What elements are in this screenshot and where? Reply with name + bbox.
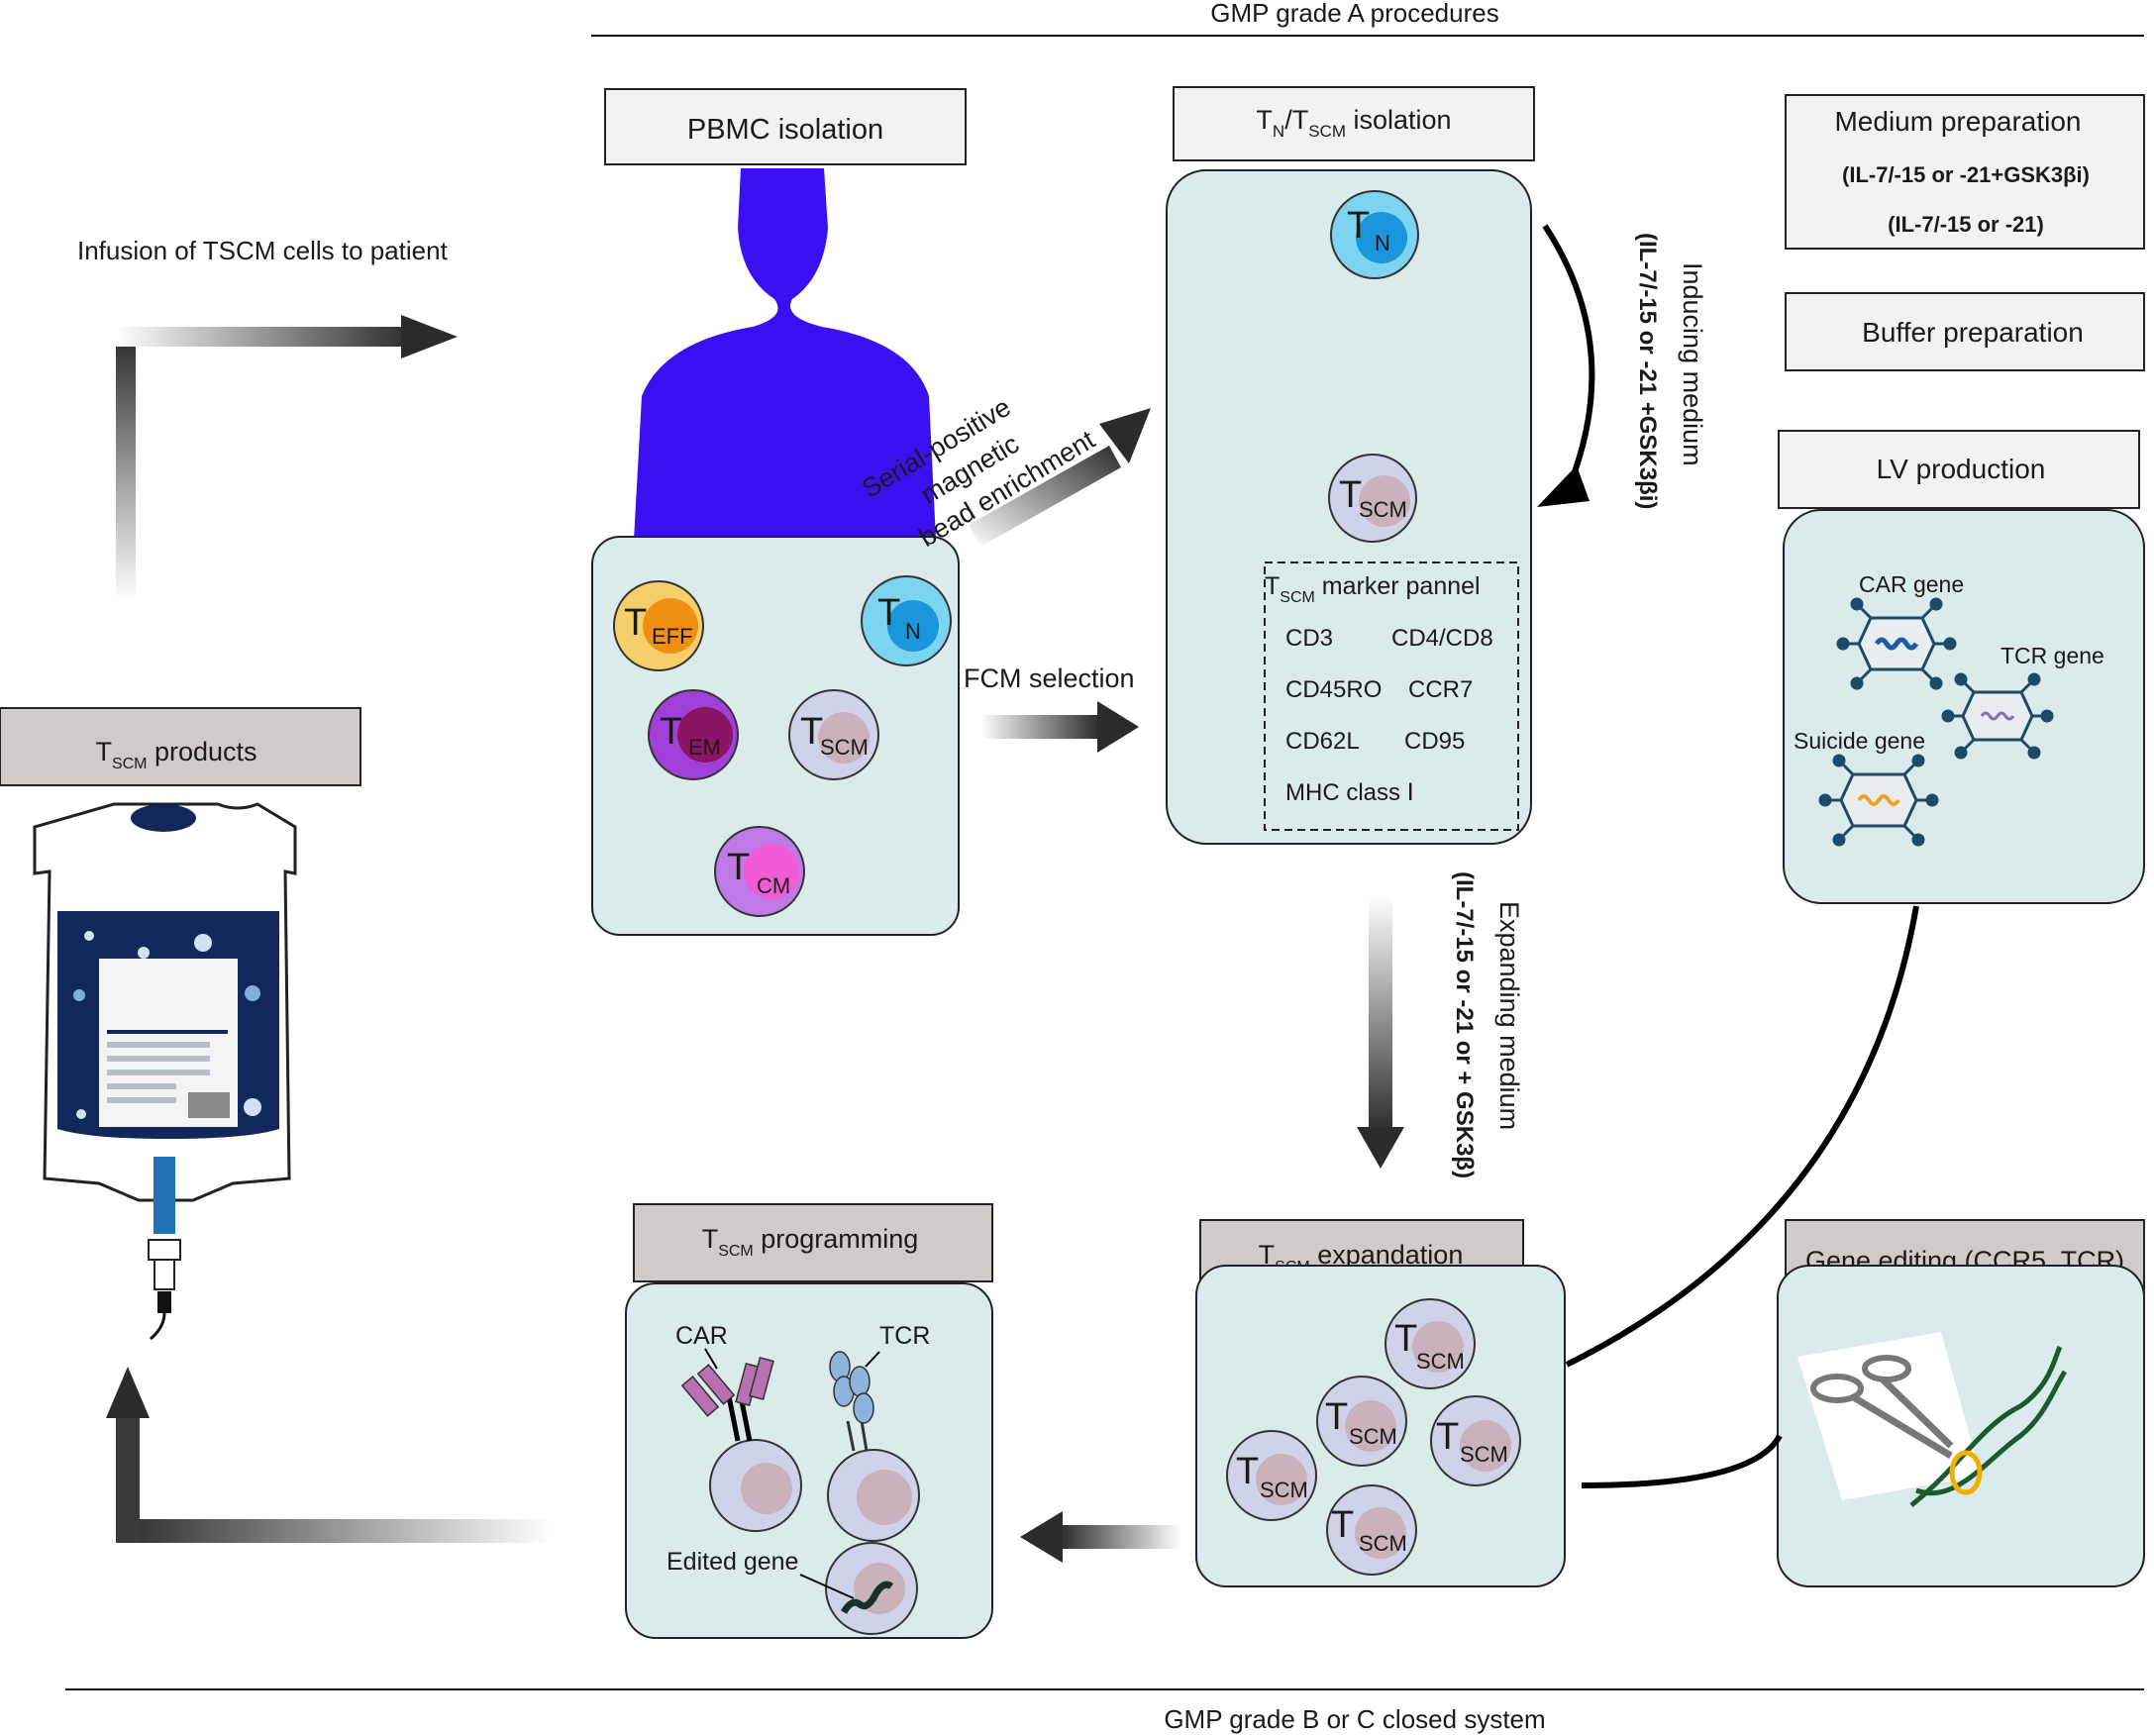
infusion-arrow	[116, 315, 458, 600]
svg-text:T: T	[624, 602, 647, 644]
expanding-line2: (IL-7/-15 or -21 or + GSK3β)	[1451, 871, 1478, 1178]
virus-car-icon	[1836, 597, 1957, 690]
expansion-cell: T SCM	[1430, 1395, 1521, 1486]
inducing-curve-arrow	[1542, 224, 1595, 487]
inducing-line1: Inducing medium	[1678, 262, 1707, 466]
programming-title: TSCM programming	[702, 1224, 919, 1260]
expanding-line1: Expanding medium	[1494, 901, 1524, 1130]
marker-cd45ro: CD45RO	[1285, 676, 1382, 703]
cell-tn-iso: T N	[1330, 190, 1419, 279]
medium-prep-box	[1785, 94, 2145, 250]
svg-text:T: T	[1394, 1318, 1417, 1360]
lv-connector	[1565, 905, 1919, 1368]
svg-text:T: T	[1325, 1396, 1348, 1438]
svg-text:T: T	[660, 711, 682, 753]
svg-text:N: N	[1375, 231, 1390, 255]
lv-title: LV production	[1877, 454, 2046, 484]
buffer-prep-box	[1785, 292, 2145, 371]
buffer-prep-title: Buffer preparation	[1862, 317, 2084, 348]
svg-text:SCM: SCM	[1359, 497, 1407, 522]
svg-text:T: T	[1236, 1451, 1259, 1492]
marker-mhc: MHC class Ⅰ	[1285, 779, 1414, 806]
svg-text:SCM: SCM	[1460, 1442, 1508, 1467]
programming-to-products-arrow	[106, 1367, 552, 1543]
svg-text:EFF: EFF	[652, 624, 693, 649]
edited-gene-leader-line	[799, 1574, 855, 1599]
tn-title: TN/TSCM isolation	[1256, 105, 1451, 141]
marker-panel	[1264, 562, 1519, 831]
programming-tcr-label: TCR	[879, 1322, 930, 1350]
lv-title-box	[1778, 430, 2140, 509]
fcm-label: FCM selection	[964, 664, 1135, 693]
marker-cd3: CD3	[1285, 625, 1333, 652]
inducing-line2: (IL-7/-15 or -21 +GSK3βi)	[1634, 233, 1661, 509]
expansion-to-programming-arrow	[1020, 1511, 1180, 1563]
svg-text:SCM: SCM	[1359, 1531, 1407, 1556]
expansion-cell: T SCM	[1385, 1298, 1476, 1389]
marker-panel-title: TSCM marker pannel	[1265, 572, 1481, 606]
edited-gene-cell	[825, 1542, 918, 1635]
svg-text:CM: CM	[757, 873, 790, 898]
cell-teff: T EFF	[613, 580, 704, 671]
svg-text:T: T	[1331, 1504, 1354, 1546]
svg-text:EM: EM	[688, 735, 721, 760]
gene-editing-connector	[1581, 1434, 1783, 1488]
svg-text:T: T	[1339, 474, 1362, 516]
cell-tscm-iso: T SCM	[1328, 454, 1417, 543]
expansion-cell: T SCM	[1326, 1484, 1417, 1576]
car-leader-line	[704, 1348, 718, 1370]
svg-text:SCM: SCM	[1416, 1349, 1465, 1374]
pbmc-title: PBMC isolation	[687, 114, 883, 146]
marker-cd62l: CD62L	[1285, 728, 1360, 755]
programming-panel	[625, 1282, 993, 1639]
products-title: TSCM products	[95, 737, 256, 772]
cell-tem: T EM	[648, 689, 739, 780]
human-silhouette	[634, 168, 936, 540]
svg-text:T: T	[1436, 1416, 1459, 1458]
bottom-label: GMP grade B or C closed system	[1164, 1704, 1545, 1734]
expansion-cell: T SCM	[1226, 1430, 1317, 1521]
programming-title-box	[633, 1203, 993, 1282]
cell-tcm: T CM	[714, 826, 805, 917]
top-label: GMP grade A procedures	[1210, 0, 1498, 28]
car-receptor-cell	[680, 1356, 802, 1532]
marker-ccr7: CCR7	[1408, 676, 1473, 703]
expansion-cell: T SCM	[1316, 1376, 1407, 1467]
expanding-arrow	[1357, 896, 1404, 1169]
infusion-label: Infusion of TSCM cells to patient	[77, 236, 449, 265]
marker-cd4cd8: CD4/CD8	[1391, 625, 1493, 652]
virus-suicide-icon	[1818, 754, 1939, 847]
medium-prep-line1: (IL-7/-15 or -21+GSK3βi)	[1842, 162, 2090, 187]
tcr-leader-line	[865, 1351, 880, 1368]
tn-title-box	[1173, 86, 1535, 161]
cell-tn: T N	[861, 575, 952, 666]
virus-tcr-icon	[1941, 672, 2054, 760]
svg-text:T: T	[1347, 205, 1370, 247]
svg-text:N: N	[905, 619, 921, 644]
programming-edited-label: Edited gene	[667, 1548, 798, 1576]
fcm-arrow	[980, 701, 1139, 753]
enrichment-arrow	[969, 408, 1151, 547]
infusion-bag-icon	[33, 802, 297, 1341]
medium-prep-line2: (IL-7/-15 or -21)	[1888, 212, 2044, 237]
cell-tscm: T SCM	[788, 689, 879, 780]
svg-text:T: T	[877, 592, 900, 634]
scissors-dna-icon	[1797, 1332, 2068, 1507]
marker-cd95: CD95	[1404, 728, 1465, 755]
lv-car-gene: CAR gene	[1859, 571, 1964, 597]
products-title-box	[0, 707, 361, 786]
lv-suicide-gene: Suicide gene	[1794, 728, 1925, 754]
svg-text:T: T	[727, 847, 750, 888]
tcr-receptor-cell	[827, 1351, 920, 1542]
svg-text:T: T	[800, 711, 823, 753]
pbmc-title-box	[604, 88, 967, 165]
lv-tcr-gene: TCR gene	[2000, 643, 2104, 668]
programming-car-label: CAR	[675, 1322, 728, 1350]
svg-text:SCM: SCM	[1260, 1478, 1308, 1502]
inducing-arrowhead	[1537, 465, 1590, 507]
medium-prep-title: Medium preparation	[1834, 106, 2081, 137]
svg-text:SCM: SCM	[820, 735, 869, 760]
svg-text:SCM: SCM	[1349, 1424, 1397, 1449]
